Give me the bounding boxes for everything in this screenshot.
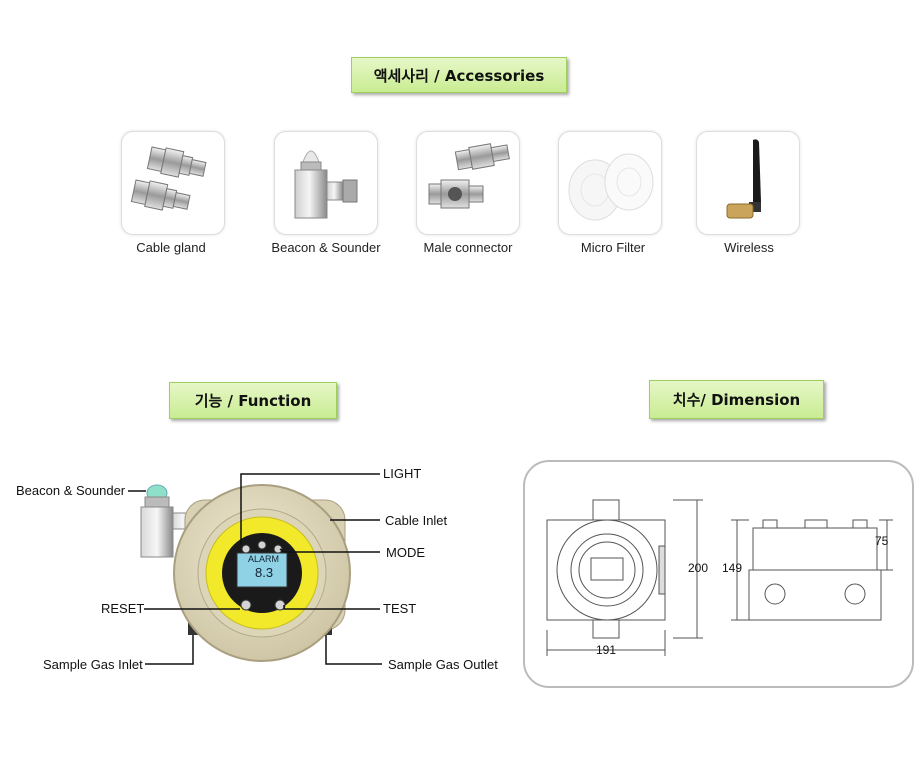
callout-cable-inlet: Cable Inlet: [385, 513, 448, 528]
callout-lines: [128, 473, 382, 665]
callout-sample-gas-outlet: Sample Gas Outlet: [388, 657, 498, 672]
dimension-side-height-label: 149: [722, 561, 743, 575]
dimension-title: 치수/ Dimension: [672, 391, 801, 409]
dimension-height-label: 200: [688, 561, 709, 575]
accessory-card-male-connector[interactable]: [416, 131, 520, 235]
accessory-label-cable-gland: Cable gland: [136, 240, 206, 255]
accessory-card-wireless[interactable]: [696, 131, 800, 235]
accessory-label-male-connector: Male connector: [423, 240, 513, 255]
callout-beacon-sounder: Beacon & Sounder: [16, 483, 126, 498]
dimension-banner: 치수/ Dimension: [649, 380, 824, 419]
micro-filter-icon: [568, 153, 654, 221]
callout-test: TEST: [383, 601, 417, 616]
detector-device-illustration: [128, 473, 382, 665]
function-title: 기능 / Function: [194, 392, 312, 410]
callout-mode: MODE: [386, 545, 425, 560]
accessory-label-beacon-sounder: Beacon & Sounder: [271, 240, 381, 255]
accessory-card-beacon-sounder[interactable]: [274, 131, 378, 235]
male-connector-icon: [428, 143, 510, 209]
detector-housing: [173, 484, 351, 662]
cable-gland-icon: [130, 146, 207, 211]
accessory-label-wireless: Wireless: [724, 240, 774, 255]
accessories-title: 액세사리 / Accessories: [373, 66, 545, 85]
antenna-icon: [726, 139, 761, 219]
dimension-drawing: [546, 499, 893, 656]
callout-sample-gas-inlet: Sample Gas Inlet: [43, 657, 143, 672]
lcd-display-line2: 8.3: [255, 565, 274, 580]
accessory-card-cable-gland[interactable]: [121, 131, 225, 235]
dimension-width-label: 191: [596, 643, 617, 657]
accessories-banner: 액세사리 / Accessories: [351, 57, 567, 93]
accessory-label-micro-filter: Micro Filter: [580, 240, 646, 255]
lcd-display-line1: ALARM: [248, 554, 280, 564]
callout-light: LIGHT: [383, 466, 422, 481]
callout-reset: RESET: [101, 601, 145, 616]
accessory-card-micro-filter[interactable]: [558, 131, 662, 235]
function-banner: 기능 / Function: [169, 382, 337, 419]
beacon-sounder-icon: [294, 150, 358, 219]
dimension-side-upper-label: 75: [875, 534, 889, 548]
